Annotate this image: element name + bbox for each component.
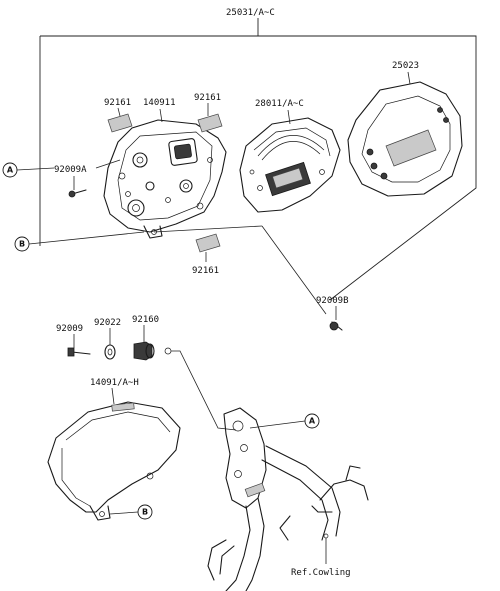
label-sticker-left — [107, 113, 133, 133]
cowling-stay-bracket — [207, 407, 369, 591]
visor — [47, 401, 181, 521]
meter-unit-label: 28011/A~C — [255, 99, 304, 109]
label-bottom-number: 92161 — [192, 266, 219, 276]
callout-b-left-text: B — [19, 240, 25, 249]
label-sticker-bottom — [195, 233, 221, 253]
case-screw — [68, 189, 87, 198]
label-top-number: 92161 — [194, 93, 221, 103]
callout-b-visor: B — [137, 504, 153, 520]
callout-a-left-text: A — [7, 166, 14, 175]
visor-label: 14091/A~H — [90, 378, 139, 388]
callout-b-visor-text: B — [142, 508, 148, 517]
washer-label: 92022 — [94, 318, 121, 328]
case-label: 140911 — [143, 98, 176, 108]
bolt — [67, 347, 91, 357]
label-left-number: 92161 — [104, 98, 131, 108]
callout-a-right: A — [304, 413, 320, 429]
label-sticker-top — [197, 113, 223, 133]
cover-label: 25023 — [392, 61, 419, 71]
assembly-number-label: 25031/A~C — [226, 8, 275, 18]
case-screw-label: 92009A — [54, 165, 87, 175]
meter-unit — [239, 117, 341, 213]
bolt-label: 92009 — [56, 324, 83, 334]
grommet-label: 92160 — [132, 315, 159, 325]
grommet — [133, 341, 155, 361]
meter-cover — [347, 81, 463, 197]
screw-b — [329, 321, 343, 331]
callout-a-right-text: A — [309, 417, 316, 426]
assembly-frame — [39, 18, 477, 301]
washer — [104, 344, 116, 360]
screw-b-label: 92009B — [316, 296, 349, 306]
callout-b-left: B — [14, 236, 30, 252]
meter-case — [103, 119, 227, 239]
ref-cowling-label: Ref.Cowling — [291, 568, 351, 578]
callout-a-left: A — [2, 162, 18, 178]
